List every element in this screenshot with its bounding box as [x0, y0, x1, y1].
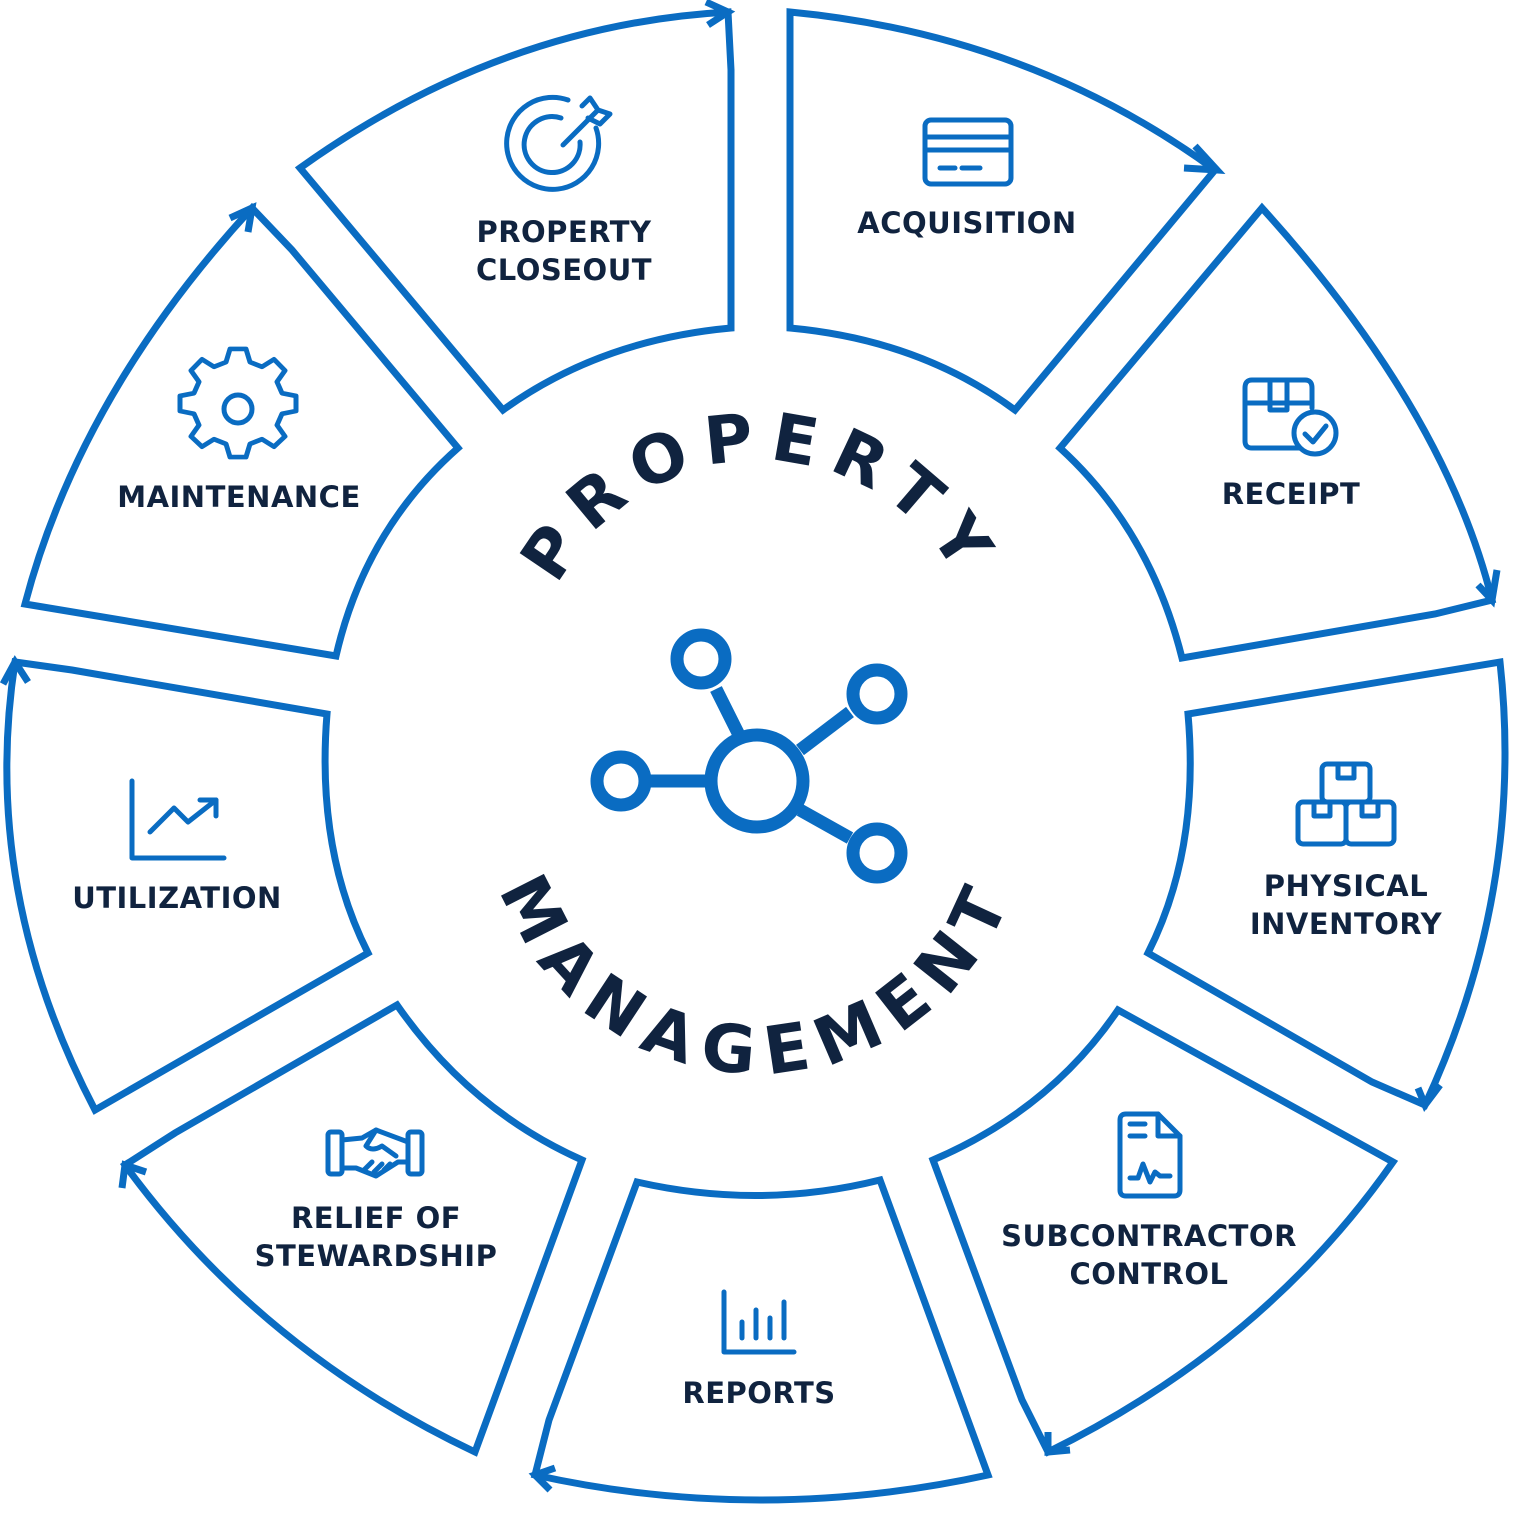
segment-reports	[530, 1175, 993, 1504]
segment-utilization	[3, 658, 373, 1115]
credit-card-icon	[922, 117, 1014, 187]
package-check-icon	[1242, 377, 1339, 457]
segment-label-reports: REPORTS	[682, 1376, 835, 1410]
segment-label-utilization: UTILIZATION	[72, 881, 282, 915]
segment-label-physical-inventory-line1: PHYSICAL	[1264, 869, 1428, 903]
trend-chart-icon	[129, 778, 227, 861]
network-hub-icon	[590, 628, 908, 884]
segment-label-subcontractor-control-line1: SUBCONTRACTOR	[1001, 1219, 1297, 1253]
bar-chart-icon	[721, 1289, 797, 1355]
arrow-heads	[0, 0, 1501, 1493]
center-title-bottom: MANAGEMENT	[484, 863, 1029, 1092]
signed-document-icon	[1117, 1111, 1183, 1199]
segment-receipt	[1055, 202, 1497, 663]
segment-subcontractor-control	[928, 1005, 1399, 1457]
segment-label-property-closeout-line1: PROPERTY	[476, 215, 652, 249]
segment-label-receipt: RECEIPT	[1222, 477, 1361, 511]
segment-maintenance	[20, 202, 463, 660]
segment-label-subcontractor-control-line2: CONTROL	[1070, 1257, 1229, 1291]
segment-acquisition	[786, 8, 1221, 415]
segment-relief-of-stewardship	[119, 1000, 587, 1457]
gear-icon	[177, 346, 299, 460]
stacked-boxes-icon	[1295, 761, 1397, 847]
segment-label-relief-of-stewardship-line1: RELIEF OF	[291, 1201, 461, 1235]
handshake-icon	[325, 1127, 425, 1179]
segment-property-closeout	[294, 8, 735, 415]
segment-label-physical-inventory-line2: INVENTORY	[1250, 907, 1443, 941]
target-arrow-icon	[504, 94, 613, 192]
center-title-top: PROPERTY	[506, 398, 1015, 594]
segment-label-maintenance: MAINTENANCE	[117, 480, 361, 514]
segment-label-property-closeout-line2: CLOSEOUT	[476, 253, 652, 287]
segment-label-acquisition: ACQUISITION	[857, 206, 1076, 240]
segment-label-relief-of-stewardship-line2: STEWARDSHIP	[255, 1239, 498, 1273]
